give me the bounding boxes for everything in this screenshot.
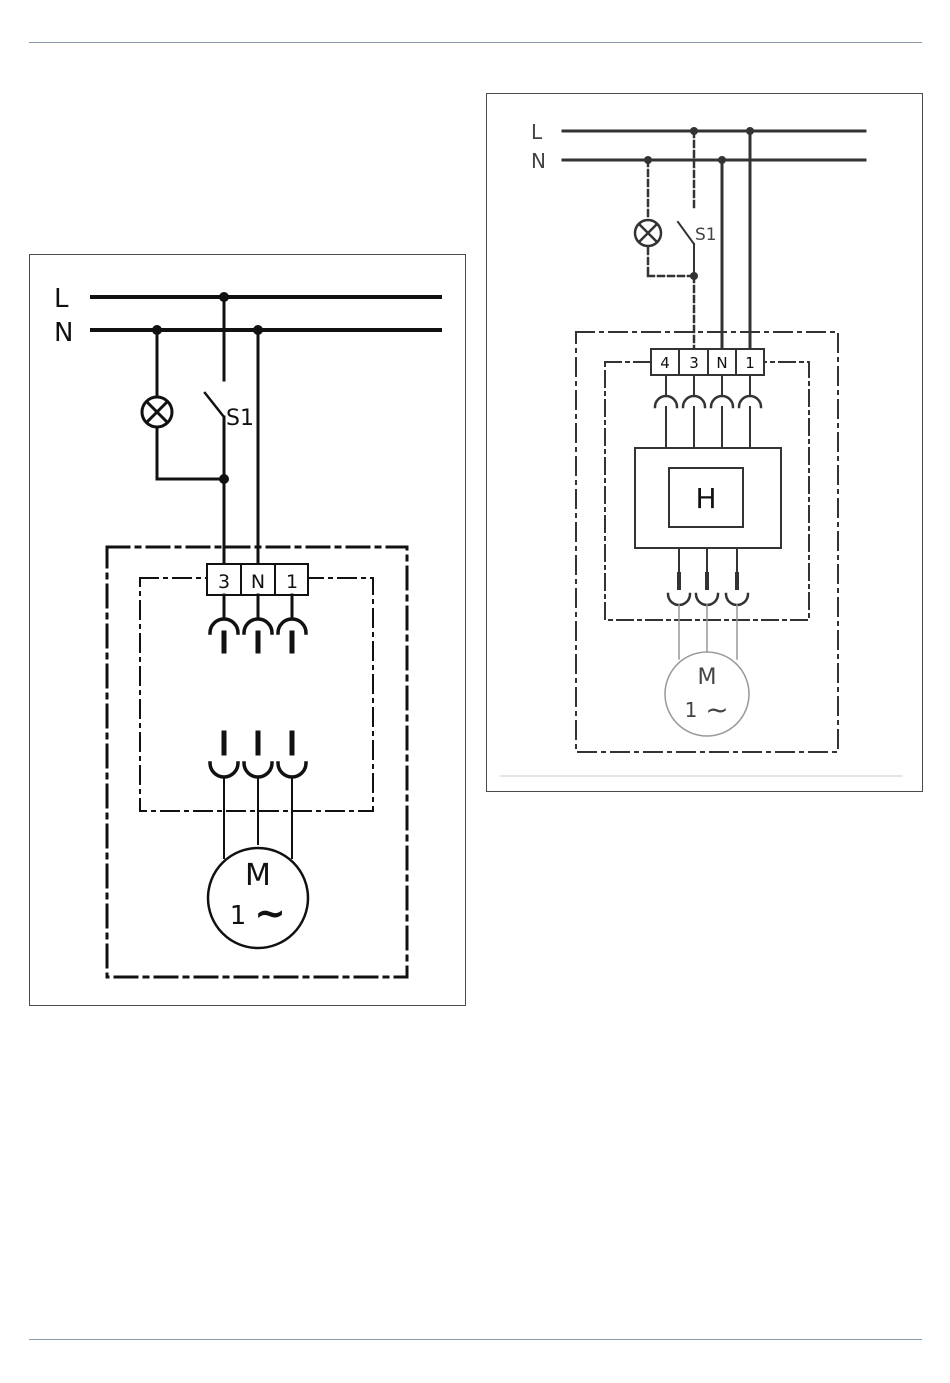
motor-phase: 1: [685, 698, 698, 722]
label-line-n: N: [531, 149, 546, 173]
lamp-icon: [635, 220, 661, 246]
switch-s1-contact: [678, 222, 694, 244]
terminal-label-4: 4: [660, 354, 670, 372]
motor-phase: 1: [230, 901, 247, 931]
label-switch-s1: S1: [695, 225, 717, 245]
terminal-label-3: 3: [689, 354, 699, 372]
terminal-label-n: N: [251, 571, 265, 593]
wiring-diagram-controller-svg: L N S1 4 3 N 1 H M 1 ~: [487, 94, 922, 791]
header-rule: [29, 42, 922, 43]
terminal-label-1: 1: [745, 354, 755, 372]
switch-s1-contact: [205, 393, 224, 417]
controller-label: H: [695, 482, 716, 515]
motor-letter: M: [245, 858, 271, 893]
junction-dots: [644, 127, 754, 280]
motor-ac-symbol: ~: [254, 891, 286, 935]
terminal-label-n: N: [716, 354, 727, 372]
label-switch-s1: S1: [226, 406, 254, 431]
footer-rule: [29, 1339, 922, 1340]
motor-letter: M: [698, 665, 717, 690]
label-line-l: L: [54, 284, 69, 314]
motor-ac-symbol: ~: [705, 693, 728, 726]
wiring-diagram-basic: L N S1 3 N 1 M 1 ~: [29, 254, 466, 1006]
terminal-label-3: 3: [218, 571, 230, 593]
wiring-diagram-basic-svg: L N S1 3 N 1 M 1 ~: [30, 255, 465, 1005]
junction-dots: [152, 292, 263, 484]
terminal-label-1: 1: [286, 571, 298, 593]
label-line-l: L: [531, 120, 543, 144]
lamp-icon: [142, 397, 172, 427]
wiring-diagram-controller: L N S1 4 3 N 1 H M 1 ~: [486, 93, 923, 792]
label-line-n: N: [54, 318, 73, 348]
